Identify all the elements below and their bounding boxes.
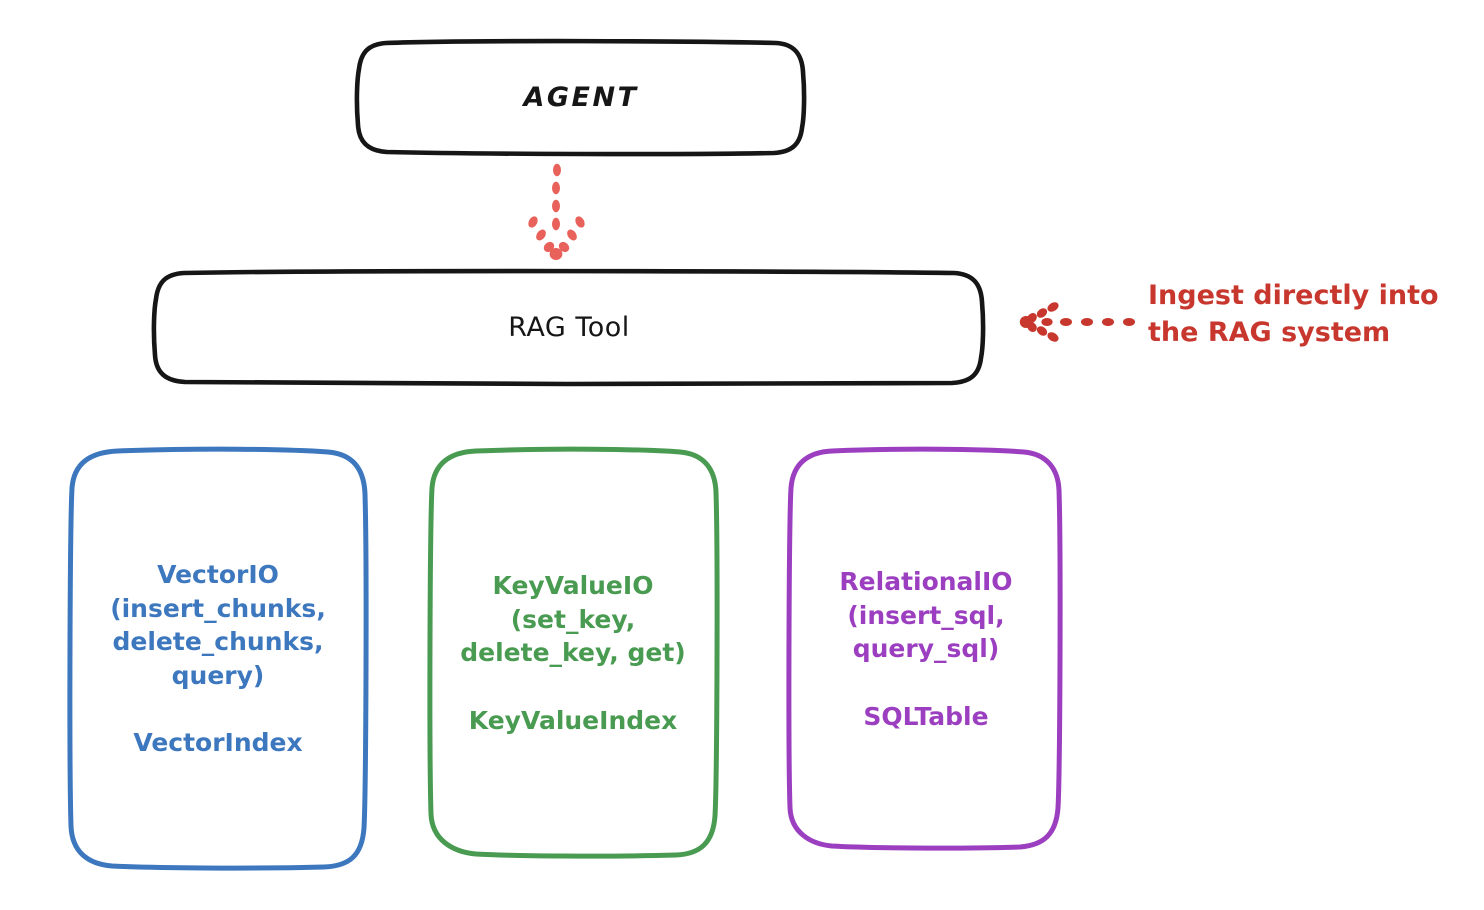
node-vector-io-methods-label: VectorIO (insert_chunks, delete_chunks, … — [110, 560, 326, 690]
node-agent[interactable]: AGENT — [358, 42, 804, 154]
node-key-value-io-index-label: KeyValueIndex — [468, 705, 678, 735]
ingest-annotation-arrow — [1019, 302, 1135, 342]
node-relational-io-table-label: SQLTable — [863, 701, 989, 731]
node-vector-io[interactable]: VectorIO (insert_chunks, delete_chunks, … — [70, 450, 366, 868]
node-rag-tool[interactable]: RAG Tool — [155, 272, 983, 384]
node-vector-io-index-label: VectorIndex — [133, 728, 303, 758]
node-relational-io[interactable]: RelationalIO (insert_sql, query_sql) SQL… — [790, 450, 1062, 848]
annotation-ingest-directly: Ingest directly into the RAG system — [1148, 280, 1439, 348]
node-key-value-io-methods-label: KeyValueIO (set_key, delete_key, get) — [460, 571, 686, 667]
node-relational-io-methods-label: RelationalIO (insert_sql, query_sql) — [839, 567, 1013, 663]
agent-to-rag-tool-arrow — [528, 163, 585, 260]
node-key-value-io[interactable]: KeyValueIO (set_key, delete_key, get) Ke… — [430, 450, 716, 856]
node-agent-label: AGENT — [523, 82, 639, 114]
node-rag-tool-label: RAG Tool — [508, 312, 630, 344]
